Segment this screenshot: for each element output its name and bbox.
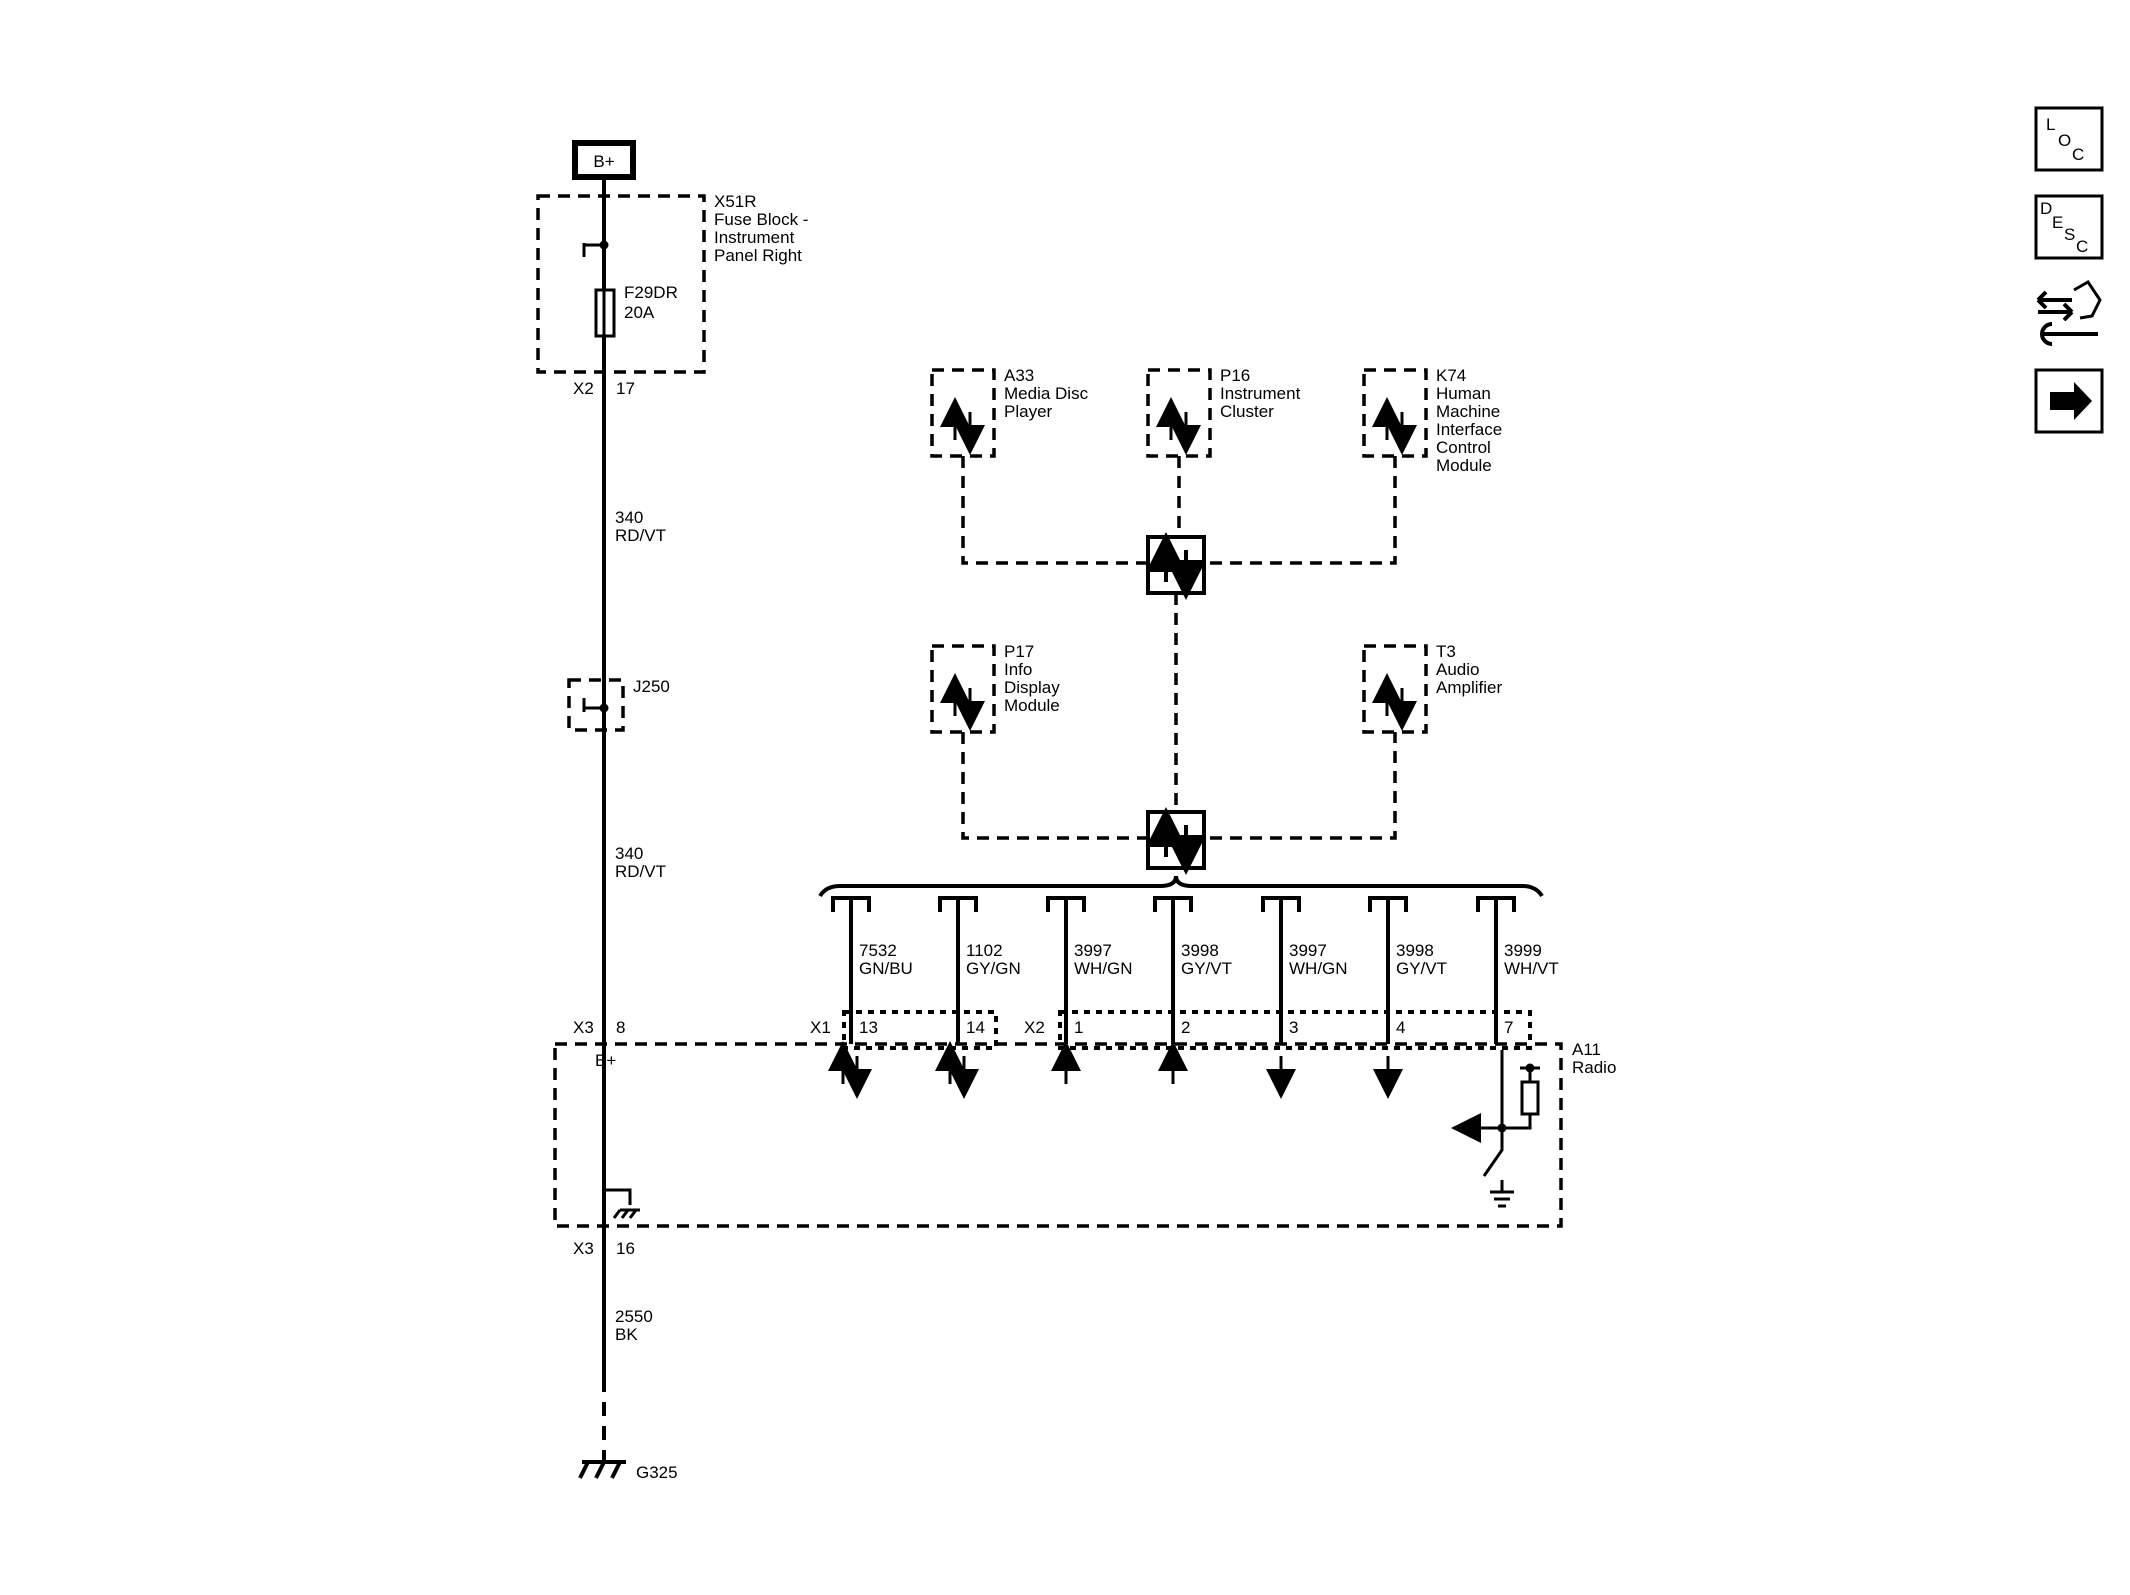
svg-text:Machine: Machine xyxy=(1436,402,1500,421)
ground-g325-icon: G325 xyxy=(578,1460,678,1482)
connector-repair-icon[interactable] xyxy=(2036,280,2102,346)
svg-text:T3: T3 xyxy=(1436,642,1456,661)
battery-positive-symbol: B+ xyxy=(572,140,636,180)
serial-data-bus-lower xyxy=(961,732,1397,840)
svg-text:C: C xyxy=(2076,237,2088,256)
svg-text:Control: Control xyxy=(1436,438,1491,457)
svg-text:C: C xyxy=(2072,145,2084,164)
serial-data-splice-lower xyxy=(1146,807,1206,875)
wire-color-label: RD/VT xyxy=(615,862,666,881)
circuit-number-label: 3998 xyxy=(1396,941,1434,960)
location-button[interactable]: L O C xyxy=(2034,106,2104,172)
module-p16: P16 Instrument Cluster xyxy=(1146,366,1301,458)
svg-text:E: E xyxy=(2052,213,2063,232)
svg-text:D: D xyxy=(2040,199,2052,218)
svg-text:Media Disc: Media Disc xyxy=(1004,384,1089,403)
circuit-color-label: WH/GN xyxy=(1074,959,1133,978)
serial-data-splice-upper xyxy=(1146,532,1206,600)
svg-text:Fuse Block -: Fuse Block - xyxy=(714,210,808,229)
wire-number-label: 2550 xyxy=(615,1307,653,1326)
circuit-number-label: 3997 xyxy=(1289,941,1327,960)
svg-text:Display: Display xyxy=(1004,678,1060,697)
module-k74: K74 Human Machine Interface Control Modu… xyxy=(1362,366,1502,475)
svg-text:X51R: X51R xyxy=(714,192,757,211)
next-arrow-button[interactable] xyxy=(2034,368,2104,434)
circuit-pin-label: 2 xyxy=(1181,1018,1190,1037)
svg-text:P16: P16 xyxy=(1220,366,1250,385)
radio-a11-module: A11 Radio X3 8 B+ X3 16 xyxy=(553,1018,1616,1258)
wire-color-label: RD/VT xyxy=(615,526,666,545)
svg-text:O: O xyxy=(2058,131,2071,150)
svg-text:G325: G325 xyxy=(636,1463,678,1482)
circuit-color-label: GY/VT xyxy=(1396,959,1447,978)
fuse-block-x51r: X51R Fuse Block - Instrument Panel Right… xyxy=(536,192,808,398)
svg-text:Module: Module xyxy=(1004,696,1060,715)
circuit-color-label: GY/GN xyxy=(966,959,1021,978)
svg-text:Human: Human xyxy=(1436,384,1491,403)
circuit-pin-label: 7 xyxy=(1504,1018,1513,1037)
connector-x1-label: X1 xyxy=(810,1018,831,1037)
circuit-pin-label: 13 xyxy=(859,1018,878,1037)
svg-text:X2: X2 xyxy=(573,379,594,398)
svg-text:Module: Module xyxy=(1436,456,1492,475)
description-button[interactable]: D E S C xyxy=(2034,194,2104,260)
circuit-number-label: 3999 xyxy=(1504,941,1542,960)
svg-text:Interface: Interface xyxy=(1436,420,1502,439)
svg-text:8: 8 xyxy=(616,1018,625,1037)
wire-number-label: 340 xyxy=(615,508,643,527)
svg-text:17: 17 xyxy=(616,379,635,398)
svg-text:Info: Info xyxy=(1004,660,1032,679)
svg-text:F29DR: F29DR xyxy=(624,283,678,302)
svg-text:K74: K74 xyxy=(1436,366,1466,385)
splice-j250: J250 xyxy=(567,677,670,732)
wire-color-label: BK xyxy=(615,1325,638,1344)
svg-text:A11: A11 xyxy=(1572,1040,1601,1059)
svg-text:Player: Player xyxy=(1004,402,1053,421)
svg-text:J250: J250 xyxy=(633,677,670,696)
svg-text:Instrument: Instrument xyxy=(714,228,795,247)
svg-text:20A: 20A xyxy=(624,303,655,322)
circuit-number-label: 3997 xyxy=(1074,941,1112,960)
connector-x1-shroud xyxy=(842,1010,998,1050)
circuit-color-label: GY/VT xyxy=(1181,959,1232,978)
circuit-number-label: 3998 xyxy=(1181,941,1219,960)
module-a33: A33 Media Disc Player xyxy=(930,366,1089,458)
module-p17: P17 Info Display Module xyxy=(930,642,1060,734)
svg-text:Panel Right: Panel Right xyxy=(714,246,802,265)
circuit-number-label: 1102 xyxy=(966,941,1003,960)
circuit-pin-label: 14 xyxy=(966,1018,985,1037)
circuit-pin-label: 3 xyxy=(1289,1018,1298,1037)
svg-text:Amplifier: Amplifier xyxy=(1436,678,1502,697)
harness-brace xyxy=(818,875,1544,898)
right-arrow-icon xyxy=(2050,382,2092,420)
svg-text:X3: X3 xyxy=(573,1239,594,1258)
connector-x2-label: X2 xyxy=(1024,1018,1045,1037)
svg-text:L: L xyxy=(2046,115,2055,134)
svg-text:S: S xyxy=(2064,225,2075,244)
circuit-color-label: WH/GN xyxy=(1289,959,1348,978)
svg-text:Radio: Radio xyxy=(1572,1058,1616,1077)
svg-text:16: 16 xyxy=(616,1239,635,1258)
circuit-number-label: 7532 xyxy=(859,941,897,960)
circuit-color-label: WH/VT xyxy=(1504,959,1559,978)
wire-number-label: 340 xyxy=(615,844,643,863)
module-t3: T3 Audio Amplifier xyxy=(1362,642,1502,734)
svg-text:B+: B+ xyxy=(595,1051,616,1070)
svg-text:Audio: Audio xyxy=(1436,660,1479,679)
svg-text:P17: P17 xyxy=(1004,642,1034,661)
serial-data-bus-upper xyxy=(961,456,1397,565)
circuit-pin-label: 1 xyxy=(1074,1018,1083,1037)
svg-text:X3: X3 xyxy=(573,1018,594,1037)
svg-text:B+: B+ xyxy=(593,152,614,171)
circuit-pin-label: 4 xyxy=(1396,1018,1405,1037)
svg-text:Cluster: Cluster xyxy=(1220,402,1274,421)
circuit-color-label: GN/BU xyxy=(859,959,913,978)
radio-pin7-internal-circuit xyxy=(1451,1050,1540,1208)
svg-text:A33: A33 xyxy=(1004,366,1034,385)
svg-text:Instrument: Instrument xyxy=(1220,384,1301,403)
radio-circuits: 7532GN/BU131102GY/GN143997WH/GN13998GY/V… xyxy=(828,896,1559,1099)
